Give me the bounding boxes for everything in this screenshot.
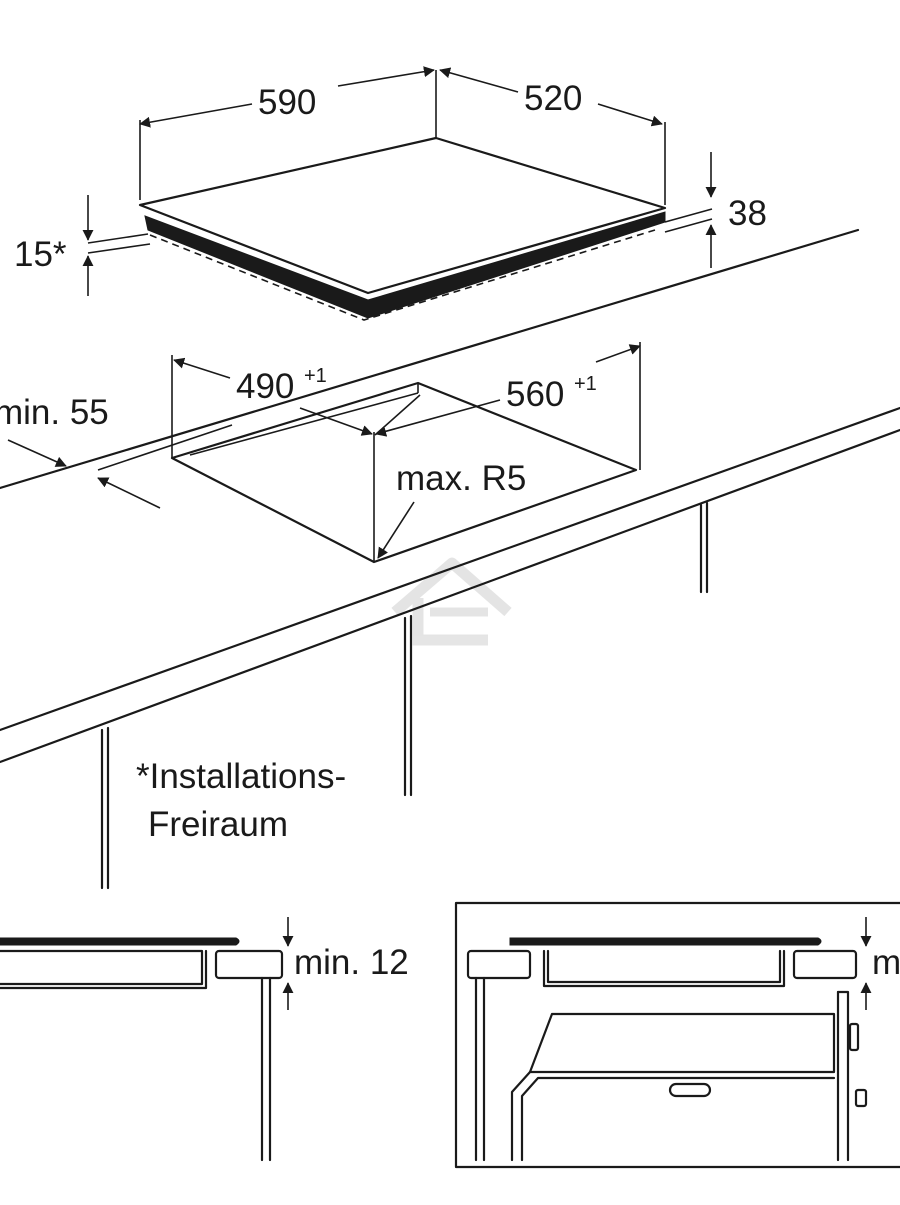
- right-glass-plate: [509, 937, 822, 946]
- hob-underside-dashed: [149, 229, 656, 321]
- section-right-frame: [454, 901, 900, 1169]
- oven-outline: [528, 1012, 836, 1074]
- right-worktop-stub-left: [466, 949, 532, 980]
- section-right: m: [454, 901, 900, 1169]
- hob-glass-top: [138, 136, 667, 295]
- house-watermark-icon: [391, 557, 512, 646]
- dim-cutout-depth-tolerance: +1: [574, 373, 597, 395]
- dim-cutout-width-label: 490: [236, 367, 294, 406]
- dim-height-label: 38: [728, 194, 767, 233]
- cutout-outline: [170, 381, 638, 564]
- dim-width: 590: [139, 66, 435, 128]
- dim-min-worktop-left-label: min. 12: [294, 943, 409, 982]
- note-line-1: *Installations-: [136, 757, 346, 796]
- oven-handle: [668, 1082, 712, 1098]
- note-line-2: Freiraum: [148, 805, 288, 844]
- worktop-drawing: [0, 228, 900, 890]
- dim-depth-label: 520: [524, 79, 582, 118]
- dim-min-edge-label: min. 55: [0, 393, 109, 432]
- left-worktop-stub: [214, 949, 284, 980]
- dim-width-label: 590: [258, 83, 316, 122]
- dim-corner-radius: max. R5: [377, 459, 526, 559]
- dim-depth: 520: [439, 67, 663, 127]
- dim-height: 38: [705, 152, 767, 268]
- dim-clearance: 15*: [14, 195, 94, 296]
- dim-corner-radius-label: max. R5: [396, 459, 526, 498]
- installation-note: *Installations- Freiraum: [136, 757, 346, 844]
- dim-min-worktop-right-label: m: [872, 943, 900, 982]
- dim-cutout-width: 490 +1: [173, 357, 373, 436]
- left-glass-plate: [0, 937, 240, 946]
- dim-min-edge: min. 55: [0, 393, 161, 509]
- dim-cutout-depth: 560 +1: [375, 344, 641, 437]
- dim-clearance-label: 15*: [14, 235, 67, 274]
- hob-drawing: [87, 70, 713, 321]
- section-left: min. 12: [0, 917, 409, 1162]
- dim-cutout-depth-label: 560: [506, 375, 564, 414]
- dim-cutout-width-tolerance: +1: [304, 365, 327, 387]
- right-worktop-stub-right: [792, 949, 858, 980]
